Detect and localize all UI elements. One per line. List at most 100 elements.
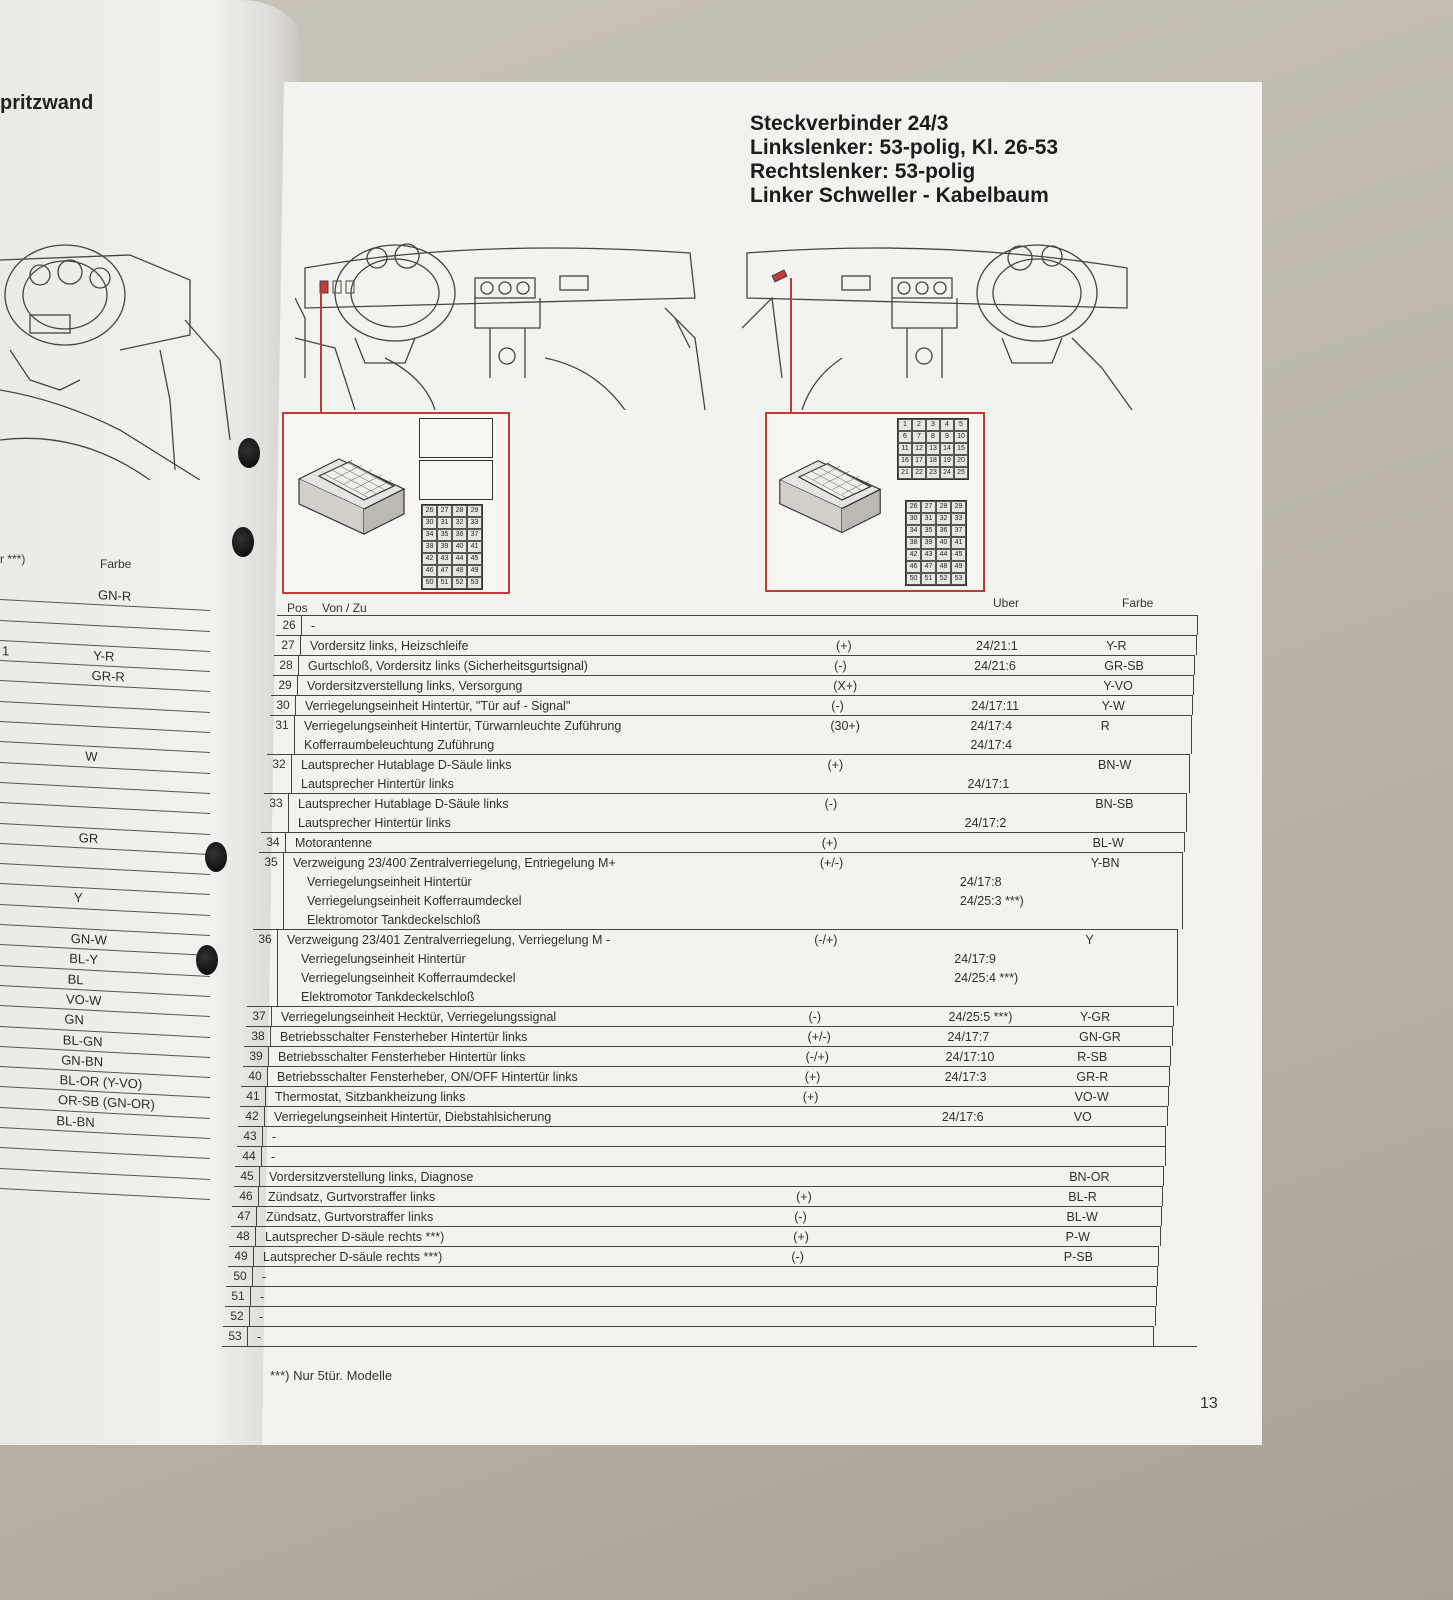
- left-page-title: pritzwand: [0, 92, 94, 114]
- connector-block-illustration: [297, 458, 406, 535]
- connection-description: Betriebsschalter Fensterheber Hintertür …: [280, 1030, 528, 1044]
- pin-cell: 40: [936, 537, 951, 549]
- via-connector: 24/17:1: [967, 777, 1010, 791]
- row-line: Betriebsschalter Fensterheber Hintertür …: [246, 1027, 1172, 1046]
- pin-cell: 50: [906, 573, 921, 585]
- connection-description: Elektromotor Tankdeckelschloß: [307, 913, 481, 927]
- wire-color: GN-GR: [1079, 1030, 1121, 1044]
- via-connector: 24/17:8: [959, 875, 1002, 889]
- connector-block-illustration: [778, 460, 882, 534]
- via-connector: 24/25:3 ***): [959, 894, 1024, 908]
- pin-cell: 38: [422, 541, 437, 553]
- pin-cell: 26: [906, 501, 921, 513]
- pin-cell: 11: [898, 443, 912, 455]
- left-row-farbe: Y: [74, 890, 83, 906]
- pin-cell: 43: [921, 549, 936, 561]
- polarity: (-): [834, 659, 847, 673]
- table-row: 43-: [238, 1126, 1167, 1146]
- row-position-number: 48: [231, 1227, 256, 1246]
- row-position-number: 44: [237, 1147, 262, 1166]
- connection-description: Elektromotor Tankdeckelschloß: [301, 990, 475, 1004]
- wire-color: GR-R: [1076, 1070, 1109, 1084]
- row-position-number: 30: [271, 696, 296, 715]
- pin-cell: 7: [912, 431, 926, 443]
- connection-description: -: [260, 1290, 265, 1304]
- row-line: Betriebsschalter Fensterheber, ON/OFF Hi…: [243, 1067, 1169, 1086]
- via-connector: 24/17:4: [970, 719, 1013, 733]
- connection-description: -: [272, 1130, 277, 1144]
- connection-description: Lautsprecher Hutablage D-Säule links: [298, 797, 509, 811]
- via-connector: 24/17:3: [944, 1070, 987, 1084]
- row-position-number: 46: [234, 1187, 259, 1206]
- connection-description: Motorantenne: [295, 836, 373, 850]
- left-row-farbe: BL-GN: [62, 1031, 103, 1049]
- wire-color: VO: [1073, 1110, 1092, 1124]
- row-position-number: 42: [240, 1107, 265, 1126]
- col-header-von-zu: Von / Zu: [322, 601, 367, 615]
- pin-cell: 30: [906, 513, 921, 525]
- wire-color: Y-VO: [1103, 679, 1133, 693]
- table-row: 44-: [237, 1146, 1166, 1166]
- pin-cell: 19: [940, 455, 954, 467]
- row-line: Elektromotor Tankdeckelschloß: [259, 910, 1182, 929]
- via-connector: 24/17:2: [964, 816, 1007, 830]
- row-line: Lautsprecher D-säule rechts ***)(+)P-W: [231, 1227, 1160, 1246]
- dashboard-lhd-illustration: [295, 243, 706, 410]
- pin-cell: 1: [898, 419, 912, 431]
- left-row-farbe: BL-Y: [69, 950, 99, 968]
- row-position-number: 26: [277, 616, 302, 635]
- pin-cell: 36: [452, 529, 467, 541]
- left-row-farbe: OR-SB (GN-OR): [58, 1092, 155, 1113]
- row-line: Elektromotor Tankdeckelschloß: [253, 987, 1177, 1006]
- row-position-number: 29: [273, 676, 298, 695]
- pin-cell: 50: [422, 577, 437, 589]
- row-position-number: 52: [225, 1307, 250, 1326]
- polarity: (+): [827, 758, 844, 772]
- pin-cell: 33: [951, 513, 966, 525]
- via-connector: 24/25:4 ***): [954, 971, 1019, 985]
- row-line: Verzweigung 23/400 Zentralverriegelung, …: [259, 853, 1182, 872]
- row-position-number: 31: [270, 716, 295, 754]
- left-row-farbe: GN: [64, 1011, 84, 1028]
- title-line-3: Rechtslenker: 53-polig: [750, 160, 976, 183]
- pin-cell: 9: [940, 431, 954, 443]
- row-line: Zündsatz, Gurtvorstraffer links(-)BL-W: [232, 1207, 1161, 1226]
- pin-cell: 27: [921, 501, 936, 513]
- binder-hole-3: [205, 842, 227, 872]
- row-line: -: [228, 1267, 1157, 1286]
- polarity: (-): [824, 797, 838, 811]
- wire-color: BL-W: [1092, 836, 1124, 850]
- pin-cell: 14: [940, 443, 954, 455]
- wire-color: Y-R: [1106, 639, 1127, 653]
- row-position-number: 27: [276, 636, 301, 655]
- left-row-farbe: W: [85, 748, 98, 765]
- wire-color: R-SB: [1077, 1050, 1108, 1064]
- connection-description: Vordersitzverstellung links, Diagnose: [269, 1170, 474, 1184]
- connection-description: Betriebsschalter Fensterheber Hintertür …: [278, 1050, 526, 1064]
- pin-cell: 31: [921, 513, 936, 525]
- via-connector: 24/17:4: [970, 738, 1013, 752]
- row-line: Motorantenne(+)BL-W: [261, 833, 1184, 852]
- pin-cell: 44: [936, 549, 951, 561]
- pin-cell: 35: [921, 525, 936, 537]
- row-position-number: 47: [232, 1207, 257, 1226]
- row-line: Vordersitz links, Heizschleife(+)24/21:1…: [276, 636, 1196, 655]
- wire-color: Y-GR: [1080, 1010, 1111, 1024]
- polarity: (+/-): [807, 1030, 831, 1044]
- pin-cell: 15: [954, 443, 968, 455]
- polarity: (-): [831, 699, 844, 713]
- row-position-number: 28: [274, 656, 299, 675]
- row-position-number: 35: [259, 853, 284, 929]
- pin-cell: 30: [422, 517, 437, 529]
